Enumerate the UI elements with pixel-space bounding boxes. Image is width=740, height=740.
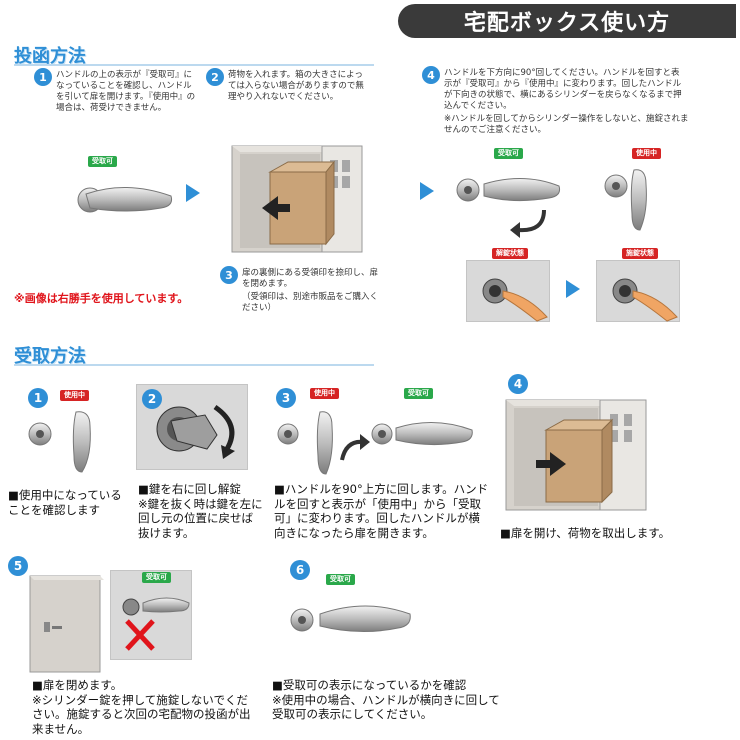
receive-step5-text: ■扉を閉めます。 ※シリンダー錠を押して施錠しないでください。施錠すると次回の宅… — [32, 678, 251, 736]
receive-step4-badge: 4 — [508, 374, 528, 394]
receive-step2-text: ■鍵を右に回し解錠 ※鍵を抜く時は鍵を左に回し元の位置に戻せば抜けます。 — [138, 482, 263, 540]
deposit-heading-underline — [14, 64, 374, 66]
receive-step6-tag: 受取可 — [326, 574, 355, 585]
deposit-step4-text: ハンドルを下方向に90°回してください。ハンドルを回すと表示が『受取可』から『使… — [444, 68, 682, 111]
receive-step1-tag: 使用中 — [60, 390, 89, 401]
receive-heading-underline — [14, 364, 374, 366]
receive-step6-badge: 6 — [290, 560, 310, 580]
receive-box-open-illustration — [505, 399, 647, 511]
deposit-step3-sub: （受領印は、別途市販品をご購入ください） — [242, 292, 379, 313]
rotate-down-arrow-icon — [510, 209, 546, 238]
receive-step3-tag-available: 受取可 — [404, 388, 433, 399]
deposit-step2-badge: 2 — [206, 68, 224, 86]
step4-tag-in-use: 使用中 — [632, 148, 661, 159]
rotate-up-arrow-icon — [340, 434, 370, 461]
receive-step1-text: ■使用中になっていることを確認します — [8, 488, 122, 517]
deposit-step2-text: 荷物を入れます。箱の大きさによっては入らない場合がありますので無理やり入れないで… — [228, 70, 364, 102]
box-with-parcel-illustration — [231, 145, 363, 253]
receive-section-heading: 受取方法 — [14, 346, 86, 367]
right-hand-note: ※画像は右勝手を使用しています。 — [14, 292, 189, 305]
receive-step5-badge: 5 — [8, 556, 28, 576]
receive-step6-text: ■受取可の表示になっているかを確認 ※使用中の場合、ハンドルが横向きに回して受取… — [272, 678, 500, 721]
receive-step3-horizontal-handle — [371, 421, 473, 446]
deposit-section-heading: 投函方法 — [14, 46, 86, 67]
handle-horizontal-illustration-2 — [456, 177, 560, 202]
receive-step3-text: ■ハンドルを90°上方に回します。ハンドルを回すと表示が「使用中」から「受取可」… — [274, 482, 489, 540]
cylinder-unlocked-photo — [466, 260, 550, 322]
deposit-step3-text: 扉の裏側にある受領印を捺印し、扉を閉めます。 — [242, 268, 379, 289]
tag-unlocked: 解錠状態 — [492, 248, 528, 259]
deposit-step1-text: ハンドルの上の表示が『受取可』になっていることを確認し、ハンドルを引いて扉を開け… — [56, 70, 196, 113]
receive-step3-tag-in-use: 使用中 — [310, 388, 339, 399]
receive-step3-badge: 3 — [276, 388, 296, 408]
deposit-arrow-1 — [186, 184, 200, 202]
deposit-tag-available: 受取可 — [88, 156, 117, 167]
receive-handle-vertical-illustration — [28, 411, 91, 473]
receive-step3-vertical-handle — [277, 411, 333, 475]
tag-locked: 施錠状態 — [622, 248, 658, 259]
handle-vertical-illustration — [604, 169, 647, 231]
handle-horizontal-illustration — [77, 187, 172, 213]
receive-step2-badge: 2 — [142, 389, 162, 409]
cylinder-locked-photo — [596, 260, 680, 322]
receive-cylinder-do-not-lock-photo — [110, 570, 192, 660]
deposit-step1-badge: 1 — [34, 68, 52, 86]
receive-step1-badge: 1 — [28, 388, 48, 408]
step4-tag-available: 受取可 — [494, 148, 523, 159]
deposit-step3-badge: 3 — [220, 266, 238, 284]
receive-step5-tag: 受取可 — [142, 572, 171, 583]
receive-box-closed-illustration — [29, 575, 104, 673]
page-title: 宅配ボックス使い方 — [398, 4, 736, 38]
receive-step6-horizontal-handle — [290, 605, 411, 633]
deposit-step4-badge: 4 — [422, 66, 440, 84]
deposit-arrow-3 — [566, 280, 580, 298]
receive-step4-text: ■扉を開け、荷物を取出します。 — [500, 526, 671, 540]
deposit-step4-note: ※ハンドルを回してからシリンダー操作をしないと、施錠されませんのでご注意ください… — [444, 114, 689, 135]
deposit-arrow-2 — [420, 182, 434, 200]
